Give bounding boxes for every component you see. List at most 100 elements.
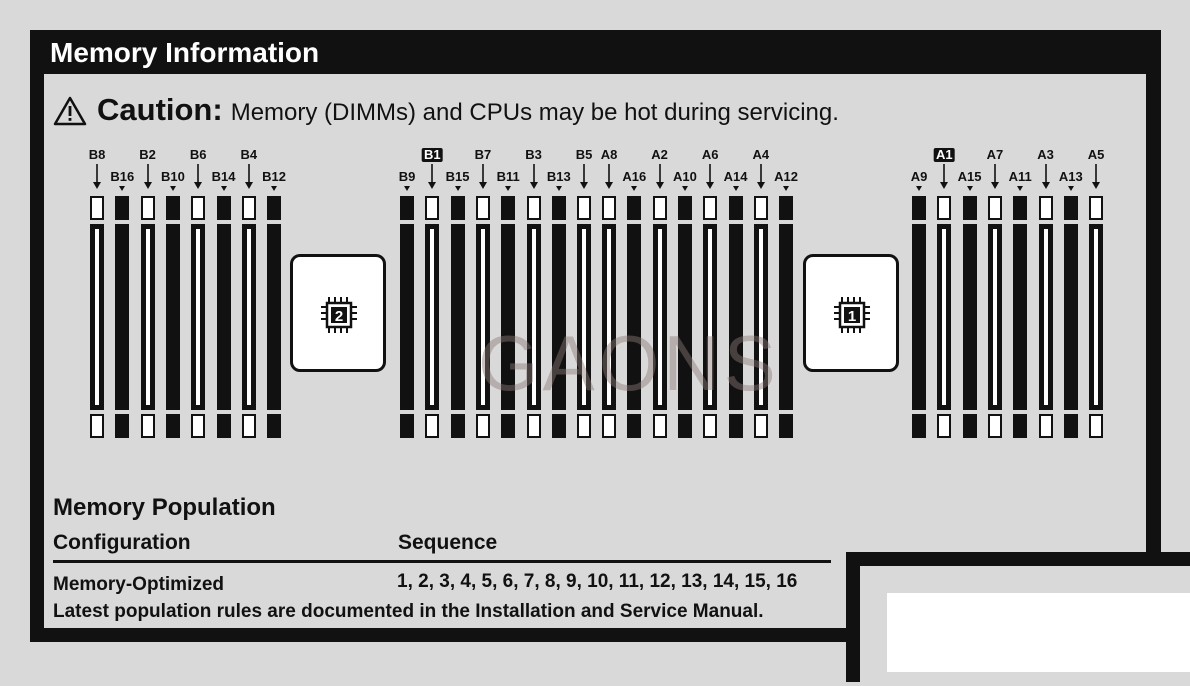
dimm-slot-label: B16 [110,169,135,184]
dimm-socket [912,224,926,410]
table-divider [53,560,831,563]
down-arrow-icon [505,186,512,191]
dimm-latch [987,196,1002,220]
dimm-slot-label: A12 [774,169,799,184]
down-arrow-icon [940,164,949,189]
dimm-slot [501,196,516,438]
sequence-header: Sequence [398,531,498,554]
dimm-slot [450,196,465,438]
caution-label: Caution: [97,92,223,127]
dimm-latch [627,414,642,438]
down-arrow-icon [1041,164,1050,189]
dimm-latch [937,196,952,220]
dimm-slot [165,196,180,438]
dimm-slot-label: A13 [1058,169,1083,184]
dimm-latch [140,414,155,438]
dimm-slot [1013,196,1028,438]
dimm-socket [627,224,642,410]
configuration-header: Configuration [53,531,191,554]
label-title: Memory Information [50,37,320,68]
dimm-latch [779,414,794,438]
dimm-latch [115,196,130,220]
down-arrow-icon [404,186,410,191]
dimm-latch [165,414,180,438]
dimm-latch [140,196,155,220]
dimm-socket [267,224,282,410]
dimm-latch [1038,414,1053,438]
watermark: GAONS [478,319,780,407]
dimm-slot-label: A11 [1008,169,1032,184]
dimm-latch [937,414,952,438]
dimm-socket [501,224,516,410]
dimm-slot-label: B12 [262,169,287,184]
dimm-slot [267,196,282,438]
down-arrow-icon [93,164,101,189]
dimm-slot [937,196,952,438]
cpu-1-number: 1 [848,308,856,325]
dimm-latch [962,196,977,220]
down-arrow-icon [756,164,765,189]
dimm-slot [216,196,231,438]
dimm-latch [241,414,256,438]
dimm-latch [912,414,926,438]
dimm-slot-label: B10 [160,169,185,184]
dimm-slot [191,196,206,438]
dimm-latch [728,196,743,220]
down-arrow-icon [1017,186,1024,191]
down-arrow-icon [605,164,613,189]
down-arrow-icon [454,186,461,191]
dimm-slot-label: B14 [211,169,236,184]
dimm-socket [987,224,1002,410]
warning-triangle-icon [53,96,87,126]
dimm-latch [962,414,977,438]
dimm-socket [165,224,180,410]
dimm-latch [779,196,794,220]
dimm-slot-label: A10 [672,169,697,184]
dimm-latch [450,196,465,220]
dimm-socket [602,224,616,410]
down-arrow-icon [916,186,922,191]
dimm-slot-label: A2 [651,147,668,162]
dimm-slot [241,196,256,438]
dimm-latch [450,414,465,438]
dimm-slot [912,196,926,438]
dimm-slot [1063,196,1078,438]
dimm-latch [703,414,718,438]
dimm-slot [728,196,743,438]
down-arrow-icon [706,164,715,189]
dimm-socket [728,224,743,410]
dimm-slot [577,196,592,438]
dimm-latch [216,414,231,438]
dimm-latch [551,414,566,438]
dimm-latch [703,196,718,220]
dimm-socket [703,224,718,410]
down-arrow-icon [220,186,227,191]
dimm-slot-label: B13 [546,169,571,184]
dimm-slot-label: B11 [496,169,520,184]
dimm-slot-label: B9 [398,169,416,184]
dimm-socket [400,224,414,410]
dimm-slot-label: A8 [600,147,618,162]
dimm-slot [987,196,1002,438]
dimm-slot-label: A5 [1087,147,1105,162]
down-arrow-icon [143,164,152,189]
dimm-latch [551,196,566,220]
cpu-1: 1 [803,254,899,372]
cpu-2: 2 [290,254,386,372]
dimm-slot-label: B15 [445,169,470,184]
dimm-slot-label: B8 [88,147,106,162]
dimm-latch [1038,196,1053,220]
dimm-latch [90,414,104,438]
dimm-slot [1038,196,1053,438]
dimm-socket [475,224,490,410]
dimm-socket [937,224,952,410]
dimm-slot-label: B2 [139,147,156,162]
dimm-latch [425,414,440,438]
down-arrow-icon [1067,186,1074,191]
dimm-slot-label: A6 [701,147,719,162]
dimm-socket [90,224,104,410]
dimm-latch [475,196,490,220]
dimm-latch [627,196,642,220]
dimm-latch [115,414,130,438]
dimm-slot-label: A16 [622,169,647,184]
